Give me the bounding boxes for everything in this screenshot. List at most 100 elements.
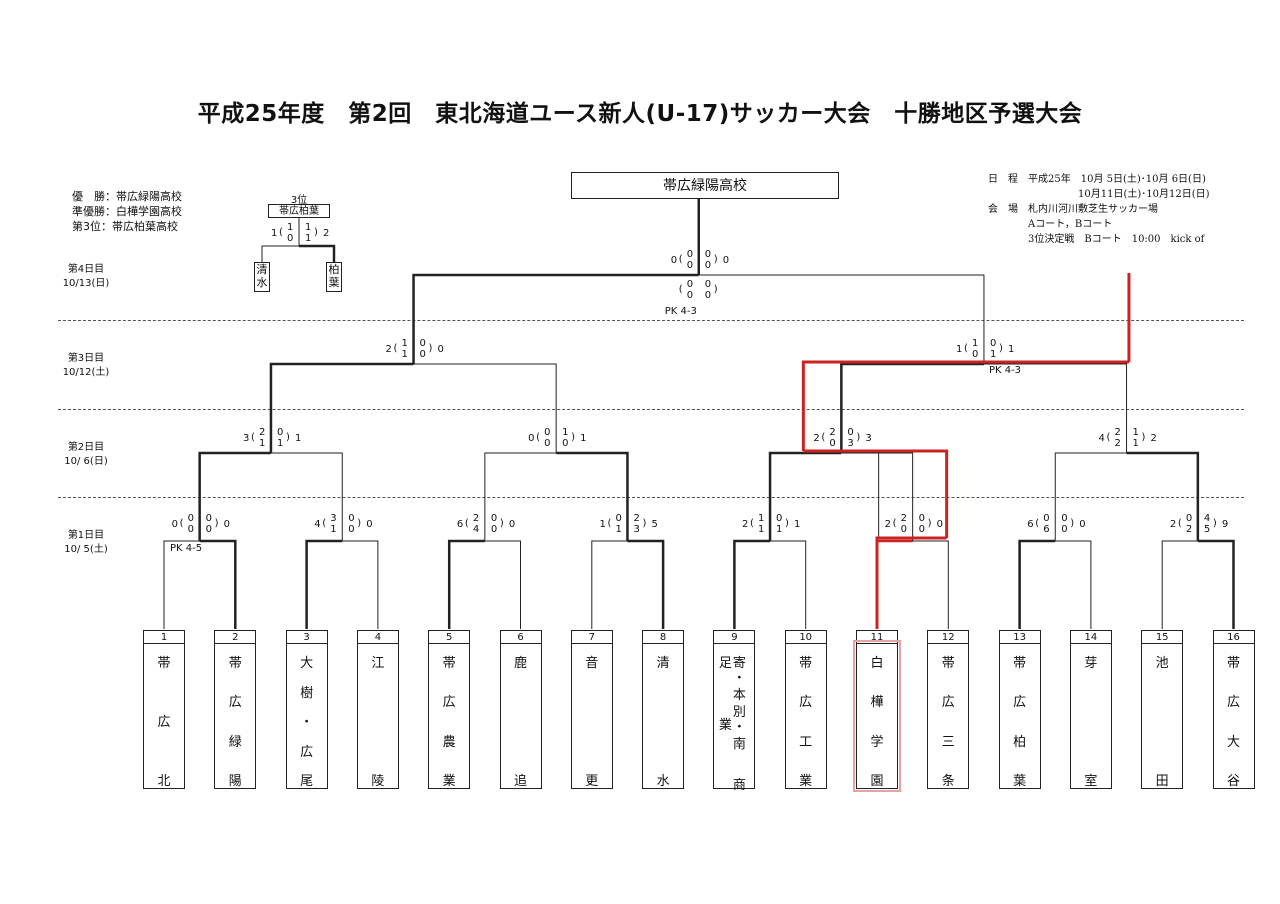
score-half-left: 0 [829,438,836,449]
score-total-right: 3 [865,433,872,444]
score-total-right: 2 [1150,433,1157,444]
bracket-line [270,452,343,541]
score-total-right: 1 [794,519,801,530]
score-total-right: 5 [651,519,658,530]
score-total-right: 0 [223,519,231,530]
team-name-char: 帯 [1013,656,1027,671]
team-name-char: 南 [732,737,746,752]
score-bracket: ) [713,254,718,265]
score-bracket: ( [1035,518,1040,529]
bracket-line [556,451,629,541]
score-total-right: 2 [323,228,330,239]
score-half-left: 0 [544,438,551,449]
team-box: 芽室 [1069,643,1112,789]
bracket-line [983,363,1128,453]
score-half-left: 2 [472,513,480,524]
score-half-right: 1 [776,524,783,535]
score-half-right: 0 [419,349,426,360]
team-name-char: 園 [870,774,884,789]
team-name-char: 広 [1226,695,1240,711]
team-name-char: 陵 [371,774,385,789]
bracket-line [1126,451,1200,541]
score-half-left: 2 [900,513,908,524]
score-bracket: ) [285,432,290,443]
team-name-char: 帯 [799,656,813,671]
score-bracket: ) [314,227,318,238]
score-half-right: 0 [1061,524,1068,535]
score-bracket: ( [678,284,683,295]
team-name-char: ・ [300,715,314,730]
score-bracket: ( [279,227,283,238]
team-name-char: 広 [157,715,171,730]
team-box: 足寄・本別・南商業 [713,643,756,793]
team-box: 池田 [1141,643,1184,789]
score-total-left: 0 [528,433,535,444]
pk-result: PK 4-3 [664,306,697,317]
score-half-right: 0 [348,524,355,535]
score-total-left: 3 [242,433,250,444]
score-half-right: 0 [918,513,926,524]
score-half-left: 0 [615,513,622,524]
score-half-right: 0 [348,513,355,524]
bracket-line [1054,452,1127,541]
score-half-right: 0 [704,290,712,301]
bracket-line [412,273,699,364]
bracket-line [912,540,949,629]
team-name-char: 足 [718,656,732,671]
score-total-left: 1 [955,344,963,355]
score-total-right: 0 [1079,519,1086,530]
score-half-left: 1 [758,513,765,524]
score-bracket: ) [642,518,647,529]
score-half-left: 1 [971,338,979,349]
team-name-char: 本 [732,688,746,703]
score-half-left: 0 [1185,513,1193,524]
score-total-left: 2 [813,433,820,444]
score-total-left: 2 [742,519,749,530]
score-half-right: 1 [305,233,312,244]
score-total-left: 2 [1169,519,1177,530]
score-total-right: 0 [722,255,730,266]
team-box: 音更 [570,643,613,789]
team-name-char: 樺 [870,695,884,711]
team-name-char: 水 [256,276,268,289]
score-half-left: 1 [258,438,266,449]
third-place-label: 3位 [290,195,308,206]
bracket-line [163,540,200,629]
score-half-left: 1 [330,524,337,535]
team-name-char: 池 [1155,656,1169,671]
team-box: 帯広北 [143,643,185,789]
team-name-char: 業 [718,718,732,733]
score-bracket: ) [571,432,576,443]
score-half-right: 5 [1203,524,1211,535]
team-name-char: 広 [442,695,456,711]
team-name-char: 北 [157,774,171,789]
bracket-line [627,539,665,629]
score-half-right: 3 [633,524,640,535]
pk-result: PK 4-5 [170,543,203,554]
score-half-right: 0 [704,249,712,260]
champion-box: 帯広緑陽高校 [571,172,839,199]
team-name-char: 帯 [228,656,242,671]
score-half-right: 0 [704,260,712,271]
score-total-right: 0 [366,519,373,530]
team-box: 白樺学園 [853,640,901,792]
team-name-char: 広 [1013,695,1027,711]
team-number: 9 [713,630,756,644]
team-name-char: 帯 [941,656,955,671]
bracket-line [1018,539,1056,629]
score-half-right: 0 [776,513,783,524]
team-box: 帯広農業 [428,643,471,789]
team-number: 14 [1069,630,1112,644]
team-number: 15 [1141,630,1184,644]
team-box: 帯広三条 [927,643,970,789]
team-name-char: ・ [732,720,746,735]
score-bracket: ( [607,518,612,529]
